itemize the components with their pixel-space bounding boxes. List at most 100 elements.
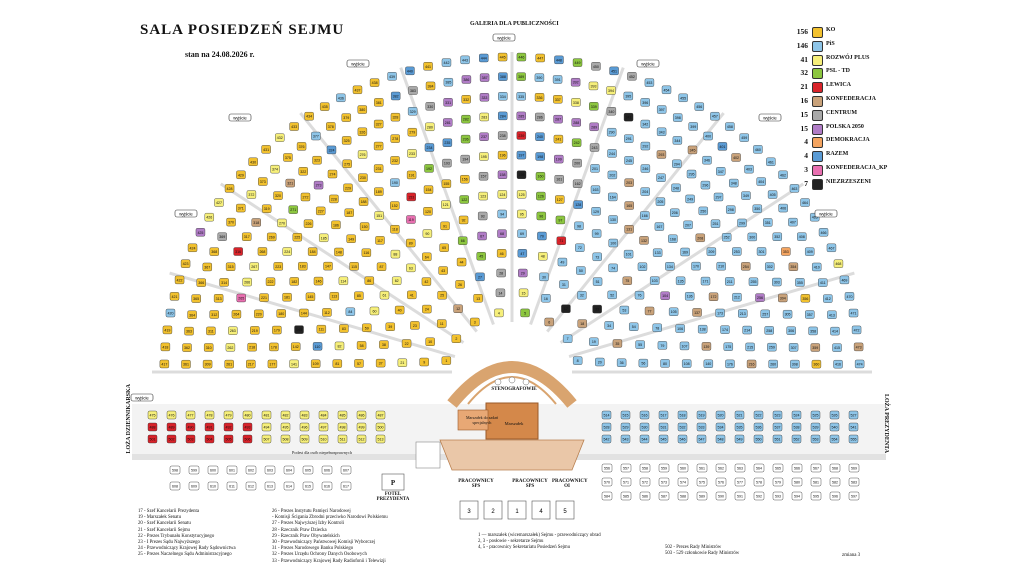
seat bbox=[672, 136, 683, 145]
left-bank-seat-number: 502 bbox=[169, 438, 175, 442]
seat-number: 411 bbox=[820, 281, 826, 285]
seat bbox=[323, 261, 333, 271]
gov-seat-number: 585 bbox=[623, 495, 629, 499]
gov-seat-number: 556 bbox=[604, 467, 610, 471]
seat bbox=[387, 72, 397, 81]
seat bbox=[637, 262, 648, 271]
left-bank-seat-number: 477 bbox=[188, 414, 194, 418]
seat-number: 96 bbox=[539, 214, 543, 218]
seat bbox=[422, 304, 432, 314]
seat bbox=[196, 278, 206, 287]
right-bank-seat-number: 527 bbox=[851, 414, 857, 418]
right-bank-seat-number: 545 bbox=[661, 438, 667, 442]
seat-number: 29 bbox=[521, 272, 525, 276]
seat bbox=[451, 334, 462, 343]
seat-number: 286 bbox=[537, 115, 543, 119]
left-bank-seat bbox=[299, 410, 310, 420]
seat-number: 275 bbox=[344, 162, 350, 166]
seat-number: 137 bbox=[694, 311, 700, 315]
page-title: SALA POSIEDZEŃ SEJMU bbox=[140, 22, 345, 38]
seat bbox=[334, 341, 345, 351]
seat-number: 282 bbox=[463, 118, 469, 122]
seat-number: 334 bbox=[500, 95, 506, 99]
seat-number: 33 bbox=[595, 308, 599, 312]
note-line: 26 - Prezes Instytutu Pamięci Narodowej bbox=[272, 509, 351, 514]
seat-number: 165 bbox=[626, 204, 632, 208]
seat bbox=[331, 220, 341, 230]
seat-number: 48 bbox=[541, 255, 545, 259]
seat-number: 174 bbox=[722, 328, 728, 332]
seat-number: 366 bbox=[198, 281, 204, 285]
seat-number: 419 bbox=[164, 328, 170, 332]
seat bbox=[421, 277, 432, 286]
seat-number: 19 bbox=[592, 340, 596, 344]
right-bank-seat bbox=[658, 410, 669, 420]
gov-seat-number: 562 bbox=[718, 467, 724, 471]
guest-seat-number: 608 bbox=[172, 485, 178, 489]
legend-count: 4 bbox=[804, 151, 808, 161]
seat-number: 400 bbox=[705, 135, 711, 139]
left-bank-seat-number: 488 bbox=[150, 426, 156, 430]
seat-number: 17 bbox=[564, 307, 568, 311]
seat-number: 361 bbox=[183, 363, 189, 367]
seat bbox=[624, 178, 634, 187]
left-bank-seat-number: 493 bbox=[245, 426, 251, 430]
seat-number: 18 bbox=[580, 322, 584, 326]
left-bank-seat-number: 489 bbox=[169, 426, 175, 430]
gov-seat bbox=[715, 477, 727, 487]
seat bbox=[354, 291, 364, 300]
seat-number: 264 bbox=[233, 313, 239, 317]
seat bbox=[767, 342, 777, 352]
notes-right: 1 — marszałek (wicemarszałek) Sejmu - pr… bbox=[478, 533, 601, 552]
seat bbox=[373, 164, 384, 173]
left-bank-seat bbox=[147, 434, 158, 444]
seat-number: 80 bbox=[663, 362, 667, 366]
seat-number: 36 bbox=[620, 361, 624, 365]
guest-seat-number: 601 bbox=[229, 469, 235, 473]
seat bbox=[672, 159, 682, 168]
seat-number: 160 bbox=[537, 175, 543, 179]
seat bbox=[458, 215, 469, 225]
seat bbox=[767, 190, 778, 199]
gov-seat-number: 571 bbox=[623, 481, 629, 485]
right-bank-seat-number: 520 bbox=[718, 414, 724, 418]
seat bbox=[498, 72, 508, 81]
gov-seat bbox=[601, 491, 613, 501]
seat-number: 414 bbox=[832, 330, 838, 334]
guest-seat bbox=[169, 481, 181, 491]
gov-seat bbox=[658, 463, 670, 473]
gov-seat-number: 561 bbox=[699, 467, 705, 471]
gov-seat-number: 590 bbox=[718, 495, 724, 499]
seat bbox=[572, 179, 583, 188]
seat-number: 12 bbox=[456, 307, 460, 311]
seat bbox=[283, 153, 293, 162]
seat bbox=[763, 218, 773, 227]
seat-number: 397 bbox=[659, 108, 665, 112]
seat bbox=[246, 190, 257, 199]
seat-number: 429 bbox=[238, 173, 244, 177]
seat bbox=[261, 204, 272, 213]
seat-number: 372 bbox=[248, 193, 254, 197]
podium-desk bbox=[483, 500, 503, 520]
seat bbox=[623, 249, 634, 259]
seat-number: 243 bbox=[592, 146, 598, 150]
seat-number: 144 bbox=[301, 311, 307, 315]
right-bank-seat-number: 542 bbox=[604, 438, 610, 442]
seat bbox=[441, 179, 452, 188]
seat-number: 256 bbox=[757, 296, 763, 300]
gov-seat bbox=[658, 491, 670, 501]
seat bbox=[357, 127, 368, 136]
seat-number: 465 bbox=[812, 216, 818, 220]
gov-seat bbox=[696, 463, 708, 473]
seat-number: 398 bbox=[675, 116, 681, 120]
seat bbox=[458, 236, 468, 245]
left-bank-seat-number: 503 bbox=[188, 438, 194, 442]
gov-seat bbox=[620, 463, 632, 473]
seat-number: 266 bbox=[244, 281, 250, 285]
seat bbox=[805, 310, 815, 319]
seat bbox=[624, 201, 634, 210]
seat-number: 229 bbox=[345, 186, 351, 190]
right-bank-seat-number: 530 bbox=[642, 426, 648, 430]
seat-number: 384 bbox=[428, 84, 434, 88]
right-bank-seat bbox=[715, 434, 726, 444]
